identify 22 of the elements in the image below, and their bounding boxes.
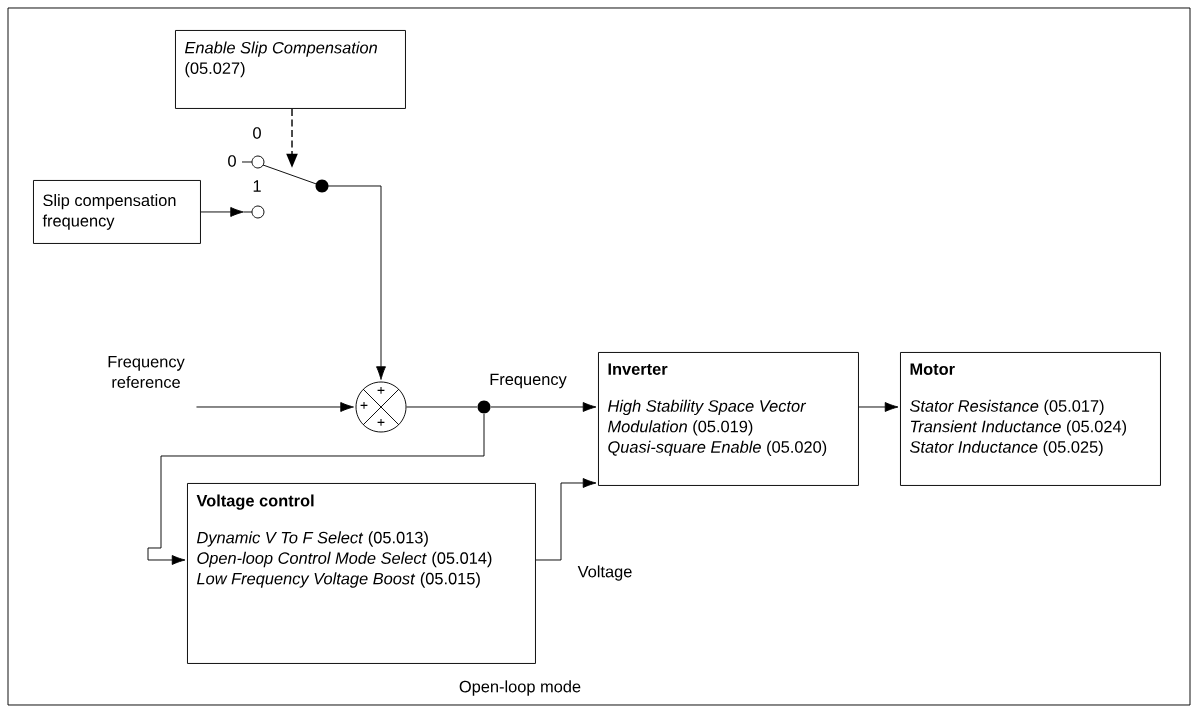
inverter-box: Inverter High Stability Space Vector Modulation (05.019) Quasi-square Enable (05.020)	[598, 352, 859, 486]
arrow	[286, 108, 298, 168]
parameter-box: Enable Slip Compensation (05.027)	[175, 30, 406, 109]
terminal-label: 0	[228, 155, 236, 167]
edge-label: Voltage	[576, 564, 634, 582]
input-box: Slip compensation frequency	[33, 180, 201, 244]
motor-box: Motor Stator Resistance (05.017) Transient Inductance (05.024) Stator Inductance (05.025)	[900, 352, 1161, 486]
switch-drawing	[241, 155, 329, 219]
input-text: Frequency reference	[108, 356, 185, 388]
summing-junction: + + +	[355, 381, 407, 433]
arrow	[147, 413, 485, 565]
terminal-label: 1	[253, 180, 261, 192]
arrow	[196, 402, 354, 412]
terminal-label: 0	[253, 127, 261, 139]
edge-label: Frequency	[488, 372, 568, 390]
arrow	[858, 402, 899, 412]
arrow	[200, 207, 244, 217]
arrow	[490, 402, 597, 412]
control-box: Voltage control Dynamic V To F Select (05.013) Open-loop Control Mode Select (05.014) Low Frequency Voltage Boost (05.015)	[187, 483, 536, 664]
caption: Open-loop mode	[459, 680, 581, 696]
arrow	[535, 478, 597, 561]
arrow	[376, 366, 386, 380]
